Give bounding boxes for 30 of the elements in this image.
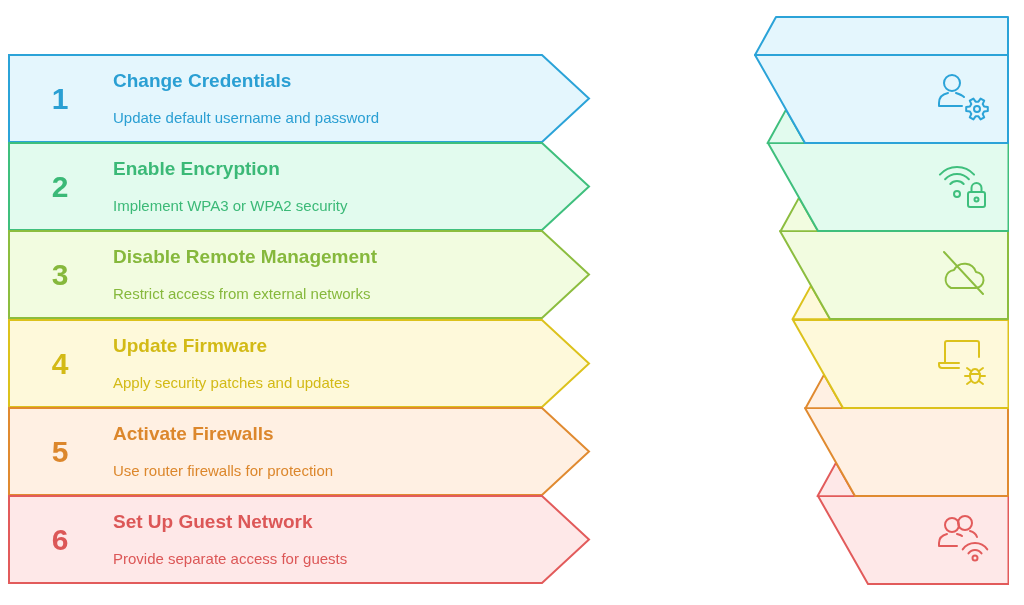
step-number: 2 [51, 170, 69, 205]
step-description: Provide separate access for guests [113, 549, 348, 568]
step-description: Restrict access from external networks [113, 284, 371, 304]
step-title: Activate Firewalls [113, 422, 274, 445]
step-number: 4 [51, 346, 69, 381]
folded-ribbon-segment [754, 16, 1009, 144]
step-title: Set Up Guest Network [113, 511, 313, 533]
folded-ribbon-segment [816, 495, 1009, 585]
folded-ribbon-segment [766, 142, 1009, 233]
step-title: Disable Remote Management [113, 246, 377, 269]
step-number: 3 [51, 258, 69, 293]
folded-ribbon-segment [779, 230, 1009, 321]
step-description: Apply security patches and updates [113, 372, 350, 392]
step-description: Implement WPA3 or WPA2 security [113, 196, 348, 216]
step-description: Use router firewalls for protection [113, 460, 334, 480]
step-title: Change Credentials [113, 70, 292, 92]
step-number: 5 [51, 434, 69, 469]
step-arrow-band [8, 142, 592, 232]
step-number: 1 [51, 82, 69, 116]
step-arrow-band [8, 495, 592, 584]
step-arrow-band [8, 230, 592, 320]
step-number: 6 [51, 523, 69, 557]
step-title: Enable Encryption [113, 158, 280, 181]
step-title: Update Firmware [113, 334, 268, 357]
folded-ribbon-segment [791, 318, 1009, 409]
folded-ribbon-segment [804, 406, 1009, 497]
step-arrow-band [8, 54, 592, 143]
step-arrow-band [8, 318, 592, 408]
step-description: Update default username and password [113, 108, 379, 127]
step-arrow-band [8, 406, 592, 496]
